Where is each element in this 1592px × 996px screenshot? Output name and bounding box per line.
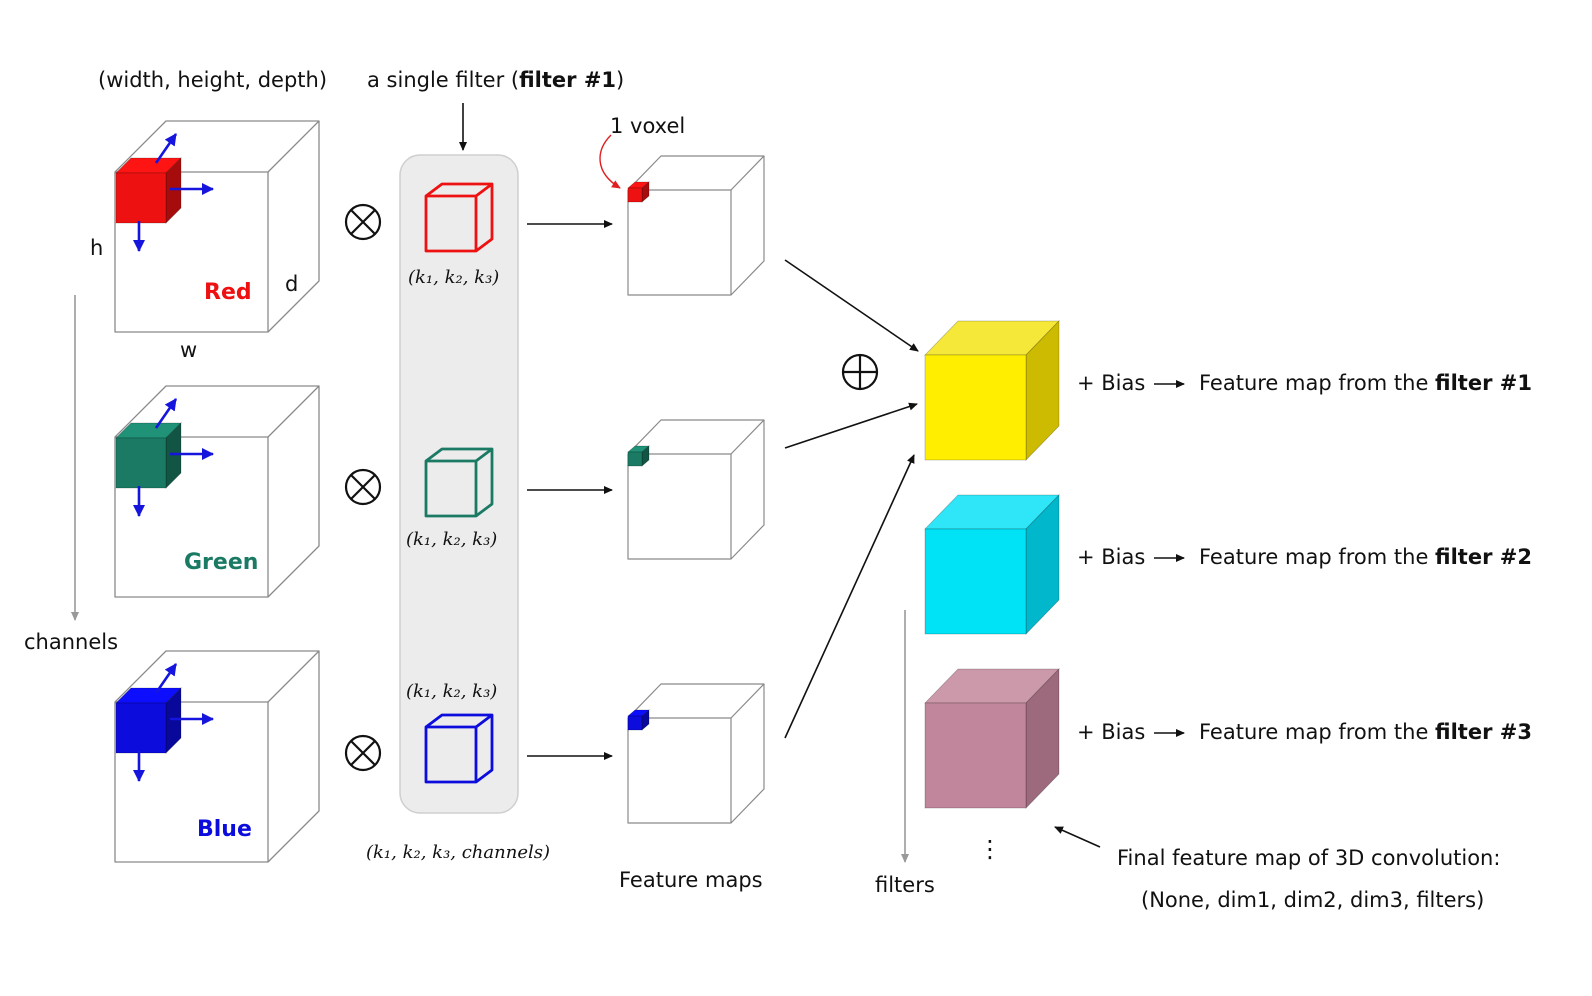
output-row-3: + Bias Feature map from the filter #3 — [1077, 720, 1532, 744]
ellipsis-label: ⋮ — [978, 835, 1002, 863]
sum-operator-icon — [841, 353, 879, 391]
feature-map-text: Feature map from the filter #1 — [1199, 371, 1532, 395]
final-map-line1: Final feature map of 3D convolution: — [1117, 846, 1501, 870]
channel-label-blue: Blue — [197, 817, 252, 842]
filter-kernels — [424, 182, 494, 784]
sum-arrow-green — [784, 402, 918, 449]
conv-operator-icon — [344, 734, 382, 772]
dims-label: (width, height, depth) — [98, 68, 328, 92]
depth-arrow-icon — [154, 398, 178, 429]
sum-arrow-blue — [784, 454, 915, 739]
arrows — [459, 103, 1185, 848]
feature-map-text: Feature map from the filter #2 — [1199, 545, 1532, 569]
voxel-block — [115, 422, 182, 489]
output-cube-1 — [924, 320, 1060, 461]
voxel-block — [115, 157, 182, 224]
input-volumes — [114, 120, 320, 863]
filter-panel — [399, 154, 519, 814]
channel-label-green: Green — [184, 550, 259, 575]
feature-map-text-plain: Feature map from the — [1199, 720, 1436, 744]
kernel-label-red: (k₁, k₂, k₃) — [408, 267, 500, 288]
voxel-marker — [626, 181, 651, 203]
conv-operator-icon — [344, 203, 382, 241]
voxel-pointer-arrow — [599, 134, 621, 189]
kernel-label-blue: (k₁, k₂, k₃) — [406, 681, 498, 702]
output-cube-2 — [924, 494, 1060, 635]
filter-kernel-blue — [424, 713, 494, 784]
bias-label: + Bias — [1077, 545, 1146, 569]
depth-arrow-icon — [154, 133, 178, 164]
d-label: d — [285, 272, 299, 296]
feature-map-text-plain: Feature map from the — [1199, 545, 1436, 569]
single-filter-prefix: a single filter ( — [367, 68, 520, 92]
bias-label: + Bias — [1077, 371, 1146, 395]
voxel-marker — [626, 709, 651, 731]
direction-arrows — [133, 663, 214, 782]
final-pointer-arrow — [1054, 826, 1101, 848]
single-filter-bold: filter #1 — [519, 68, 617, 92]
feature-map-text-bold: filter #1 — [1435, 371, 1532, 395]
feature-map-volume — [627, 683, 765, 824]
w-label: w — [180, 338, 198, 362]
depth-arrow-icon — [154, 663, 178, 694]
feature-maps-label: Feature maps — [619, 868, 763, 892]
feature-map-text-bold: filter #3 — [1435, 720, 1532, 744]
filter-kernel-green — [424, 447, 494, 518]
output-feature-maps — [924, 320, 1060, 809]
feature-map-text-plain: Feature map from the — [1199, 371, 1436, 395]
direction-arrows — [133, 398, 214, 517]
conv-operators — [344, 203, 879, 772]
output-row-2: + Bias Feature map from the filter #2 — [1077, 545, 1532, 569]
voxel-label: 1 voxel — [610, 114, 686, 138]
h-label: h — [90, 236, 104, 260]
feature-map-text-bold: filter #2 — [1435, 545, 1532, 569]
filters-axis-label: filters — [875, 873, 935, 897]
feature-map-text: Feature map from the filter #3 — [1199, 720, 1532, 744]
conv-operator-icon — [344, 468, 382, 506]
feature-map-volume — [627, 419, 765, 560]
kernel-label-green: (k₁, k₂, k₃) — [406, 529, 498, 550]
voxel-block — [115, 687, 182, 754]
output-row-1: + Bias Feature map from the filter #1 — [1077, 371, 1532, 395]
single-filter-label: a single filter (filter #1) — [367, 68, 624, 92]
filter-kernel-red — [424, 182, 494, 253]
input-volume-green — [114, 385, 320, 598]
final-map-line2: (None, dim1, dim2, dim3, filters) — [1141, 888, 1485, 912]
feature-map-volumes — [626, 155, 765, 824]
direction-arrows — [133, 133, 214, 252]
sum-arrow-red — [784, 259, 919, 352]
channels-label: channels — [24, 630, 119, 654]
bias-label: + Bias — [1077, 720, 1146, 744]
feature-map-volume — [627, 155, 765, 296]
voxel-marker — [626, 445, 651, 467]
output-cube-3 — [924, 668, 1060, 809]
kernel-full-label: (k₁, k₂, k₃, channels) — [366, 842, 550, 863]
single-filter-suffix: ) — [616, 68, 625, 92]
channel-label-red: Red — [204, 280, 252, 305]
